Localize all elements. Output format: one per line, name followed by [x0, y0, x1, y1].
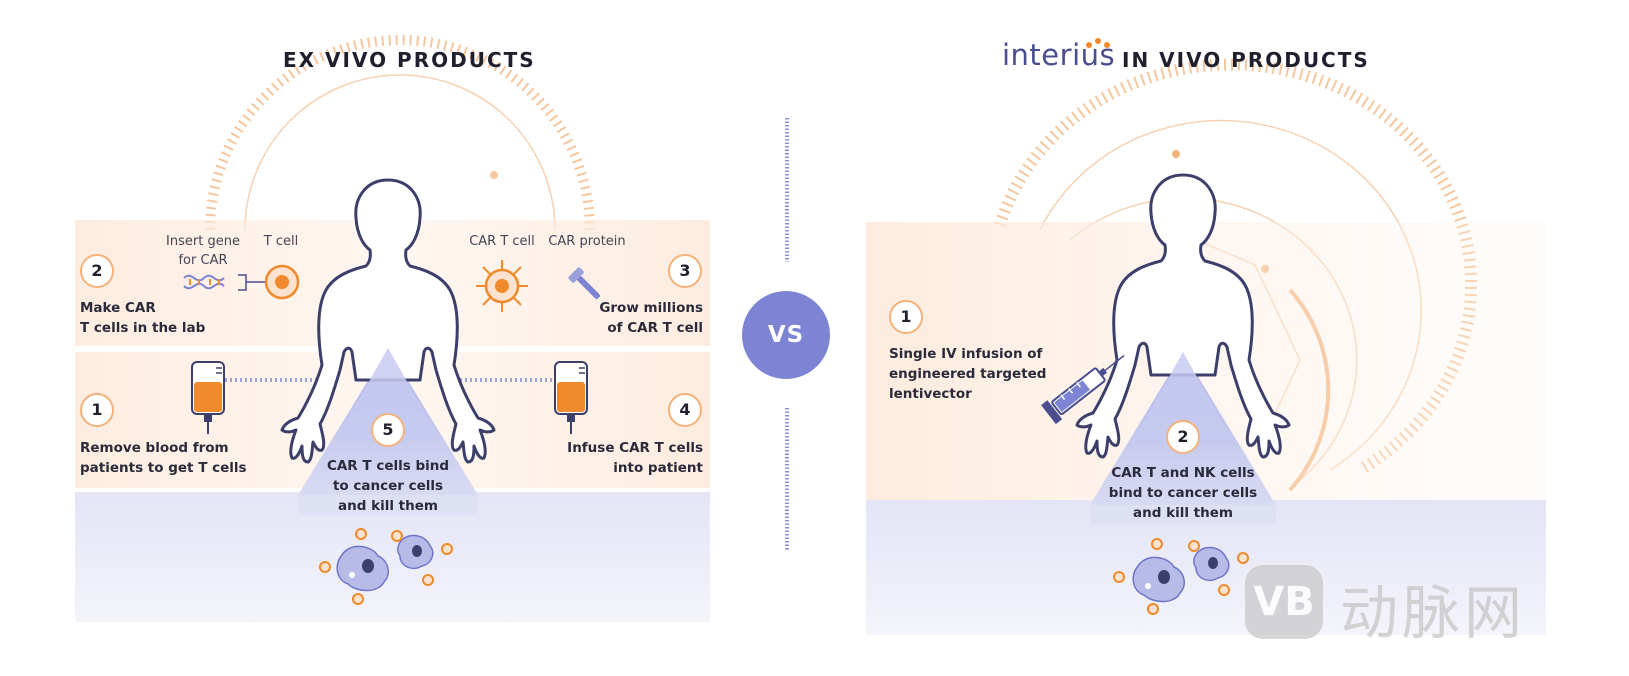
step-badge-2: 2	[80, 254, 114, 288]
step-badge-1: 1	[889, 300, 923, 334]
syringe-icon	[1041, 354, 1125, 425]
blood-bag-icon	[554, 361, 588, 434]
watermark-text: 动脉网	[1340, 579, 1527, 647]
step-badge-1: 1	[80, 393, 114, 427]
t-cell-icon	[264, 264, 300, 300]
in-vivo-title: IN VIVO PRODUCTS	[1122, 48, 1370, 72]
virus-icon	[1113, 538, 1249, 615]
step-badge-2: 2	[1166, 420, 1200, 454]
insert-gene-label: Insert gene for CAR	[166, 234, 240, 268]
vs-badge: VS	[742, 291, 830, 379]
left-arcs	[205, 35, 595, 231]
t-cell-label: T cell	[263, 234, 299, 249]
cancer-cell-icon	[336, 534, 434, 592]
logo-dot	[1086, 42, 1092, 48]
blood-bag-icon	[191, 361, 225, 434]
step-1-label: Remove blood from patients to get T cell…	[80, 440, 247, 476]
step-4-label: Infuse CAR T cells into patient	[567, 440, 703, 476]
step-3-label: Grow millions of CAR T cell	[599, 300, 703, 336]
step-badge-3: 3	[668, 254, 702, 288]
logo-dot	[1095, 38, 1101, 44]
in-vivo-step-2-label: CAR T and NK cells bind to cancer cells …	[1108, 465, 1258, 521]
dna-icon	[183, 274, 225, 290]
car-protein-icon	[568, 267, 601, 300]
logo-dot	[1104, 42, 1110, 48]
virus-icon	[319, 528, 453, 605]
step-5-label: CAR T cells bind to cancer cells and kil…	[326, 458, 450, 514]
car-t-cell-label: CAR T cell	[469, 234, 535, 249]
watermark-logo: VB	[1245, 565, 1323, 639]
cancer-cell-icon	[1132, 546, 1230, 603]
step-2-label: Make CAR T cells in the lab	[80, 300, 206, 336]
ex-vivo-title: EX VIVO PRODUCTS	[283, 48, 536, 72]
step-badge-5: 5	[371, 413, 405, 447]
car-t-cell-icon	[476, 260, 528, 312]
step-badge-4: 4	[668, 393, 702, 427]
car-protein-label: CAR protein	[548, 234, 626, 249]
in-vivo-step-1-label: Single IV infusion of engineered targete…	[889, 346, 1047, 402]
